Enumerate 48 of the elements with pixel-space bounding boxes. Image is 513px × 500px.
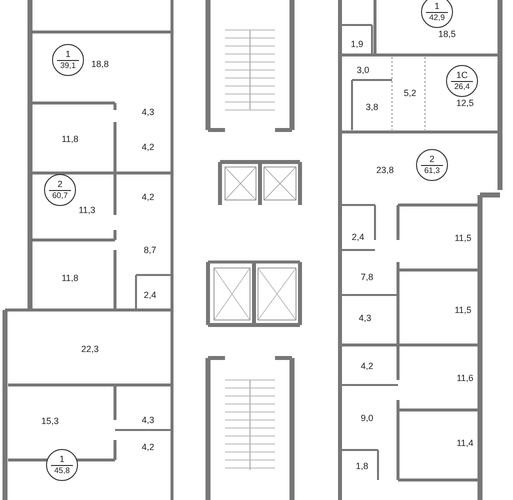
room-area-label: 2,4 [144,290,156,300]
apartment-badge [52,44,84,76]
room-area-label: 3,0 [356,65,370,75]
apartment-area: 26,4 [454,82,470,92]
room-area-label: 12,5 [456,98,474,108]
room-area-label: 9,0 [360,413,374,423]
apartment-rooms: 1С [451,70,473,82]
apartment-rooms: 2 [49,179,71,191]
apartment-rooms: 1 [57,49,79,61]
room-area-label: 3,8 [366,102,378,112]
apartment-area: 61,3 [424,166,440,176]
apartment-rooms: 2 [421,154,443,166]
room-area-label: 18,8 [91,59,109,69]
apartment-rooms: 1 [51,454,73,466]
room-area-label: 11,8 [62,134,78,144]
room-area-label: 15,3 [41,416,59,426]
room-area-label: 11,6 [456,373,474,383]
room-area-label: 4,2 [142,192,154,202]
room-area-label: 4,2 [142,142,154,152]
room-area-label: 8,7 [144,245,156,255]
apartment-badge [46,449,78,481]
room-area-label: 11,8 [62,273,78,283]
apartment-badge [44,174,76,206]
room-area-label: 18,5 [438,29,456,39]
apartment-badge [416,149,448,181]
room-area-label: 11,5 [454,233,472,243]
room-area-label: 11,4 [456,438,474,448]
apartment-area: 45,8 [54,466,70,476]
room-area-label: 4,3 [142,107,154,117]
room-area-label: 11,5 [454,305,472,315]
room-area-label: 23,8 [376,165,394,175]
room-area-label: 4,3 [358,313,372,323]
apartment-badge [421,0,453,28]
room-area-label: 5,2 [404,88,416,98]
apartment-area: 39,1 [60,61,76,71]
room-area-label: 2,4 [352,232,364,242]
room-area-label: 1,9 [350,39,364,49]
apartment-area: 60,7 [52,191,68,201]
room-area-label: 4,3 [142,415,154,425]
room-area-label: 7,8 [360,272,374,282]
room-area-label: 4,2 [142,442,154,452]
room-area-label: 22,3 [81,344,99,354]
apartment-area: 42,9 [429,13,445,23]
room-area-label: 4,2 [360,361,374,371]
apartment-badge [446,65,478,97]
apartment-rooms: 1 [426,1,448,13]
room-area-label: 1,8 [356,461,368,471]
room-area-label: 11,3 [78,205,96,215]
